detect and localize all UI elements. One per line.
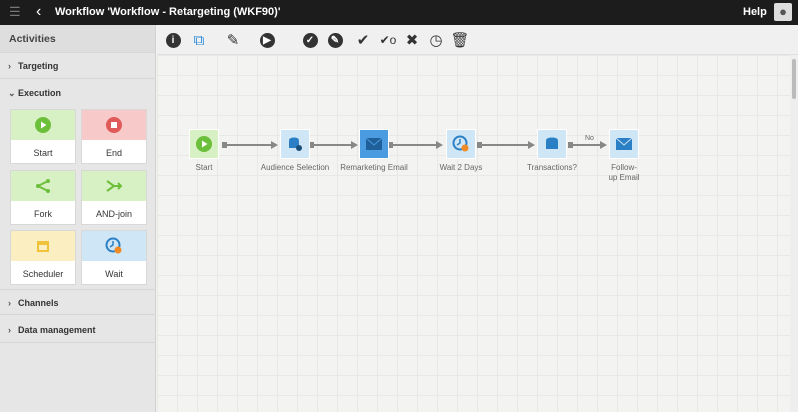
section-data-management[interactable]: › Data management	[0, 317, 156, 343]
node-label: Start	[195, 163, 213, 172]
tile-end[interactable]: End	[81, 109, 147, 164]
tile-start[interactable]: Start	[10, 109, 76, 164]
trash-icon[interactable]: 🗑	[450, 32, 470, 49]
chevron-right-icon: ›	[8, 325, 11, 335]
transition-label: No	[585, 135, 594, 142]
workflow-view-icon[interactable]: ⧉	[193, 31, 205, 49]
play-icon	[35, 117, 51, 133]
envelope-icon	[616, 138, 632, 150]
vertical-scrollbar[interactable]	[790, 55, 798, 412]
section-label: Targeting	[18, 61, 59, 71]
section-channels[interactable]: › Channels	[0, 289, 156, 315]
tile-label: Start	[33, 148, 53, 158]
clock-icon	[105, 237, 122, 254]
tile-label: AND-join	[95, 209, 132, 219]
workflow-canvas[interactable]: No Start Audience Selection Remarketing …	[157, 55, 790, 412]
back-icon[interactable]: ‹	[36, 3, 42, 20]
tile-label: Wait	[105, 269, 123, 279]
chevron-right-icon: ›	[8, 61, 11, 71]
user-avatar-icon[interactable]: ●	[774, 3, 792, 21]
stop-icon	[106, 117, 122, 133]
section-execution[interactable]: ⌄Execution	[0, 80, 156, 106]
tile-label: End	[105, 148, 122, 158]
transition-arrow[interactable]	[568, 141, 607, 149]
tile-label: Scheduler	[22, 269, 64, 279]
check-icon[interactable]: ✔	[356, 32, 370, 49]
node-label: Wait 2 Days	[439, 163, 483, 172]
database-icon	[289, 137, 302, 151]
hamburger-menu-icon[interactable]: ☰	[9, 4, 21, 19]
node-remarketing-email[interactable]	[359, 129, 389, 159]
transition-arrow[interactable]	[222, 141, 278, 149]
clock-icon	[452, 135, 469, 152]
edit-icon[interactable]: ✎	[226, 32, 240, 49]
node-transactions[interactable]	[537, 129, 567, 159]
tile-and-join[interactable]: AND-join	[81, 170, 147, 225]
chevron-right-icon: ›	[8, 298, 11, 308]
tile-label: Fork	[34, 209, 52, 219]
activities-sidebar: Activities › Targeting ⌄Execution Start E…	[0, 25, 156, 412]
tile-scheduler[interactable]: Scheduler	[10, 230, 76, 285]
envelope-icon	[366, 138, 382, 150]
close-icon[interactable]: ✖	[405, 32, 419, 49]
node-label: Transactions?	[527, 163, 577, 172]
database-icon	[546, 137, 558, 149]
and-join-icon	[106, 180, 123, 192]
toolbar: i ⧉ ✎ ▶ ✓ ✎ ✔ ✔o ✖ ◷ 🗑	[157, 25, 798, 55]
node-label: Follow-up Email	[608, 163, 640, 182]
section-label: Execution	[18, 88, 62, 98]
history-icon[interactable]: ◷	[429, 32, 443, 49]
help-link[interactable]: Help	[743, 6, 767, 18]
tile-fork[interactable]: Fork	[10, 170, 76, 225]
calendar-icon	[37, 241, 49, 252]
check-all-icon[interactable]: ✔o	[379, 33, 397, 47]
transition-arrow[interactable]	[388, 141, 443, 149]
section-label: Data management	[18, 325, 96, 335]
sidebar-title: Activities	[0, 25, 155, 53]
node-label: Remarketing Email	[340, 163, 408, 172]
transition-arrow[interactable]	[477, 141, 535, 149]
section-targeting[interactable]: › Targeting	[0, 53, 156, 79]
play-icon[interactable]: ▶	[258, 31, 276, 49]
transition-arrow[interactable]	[309, 141, 358, 149]
info-icon[interactable]: i	[164, 31, 182, 49]
chevron-down-icon: ⌄	[8, 88, 16, 98]
node-follow-up-email[interactable]	[609, 129, 639, 159]
node-audience-selection[interactable]	[280, 129, 310, 159]
section-label: Channels	[18, 298, 59, 308]
fork-icon	[36, 179, 50, 193]
node-start[interactable]	[189, 129, 219, 159]
edit-circle-icon[interactable]: ✎	[326, 31, 344, 49]
node-wait-2-days[interactable]	[446, 129, 476, 159]
tile-wait[interactable]: Wait	[81, 230, 147, 285]
play-icon	[196, 136, 212, 152]
page-title: Workflow 'Workflow - Retargeting (WKF90)…	[55, 6, 281, 18]
node-label: Audience Selection	[260, 163, 330, 172]
approve-icon[interactable]: ✓	[301, 31, 319, 49]
top-bar: ☰ ‹ Workflow 'Workflow - Retargeting (WK…	[0, 0, 798, 25]
